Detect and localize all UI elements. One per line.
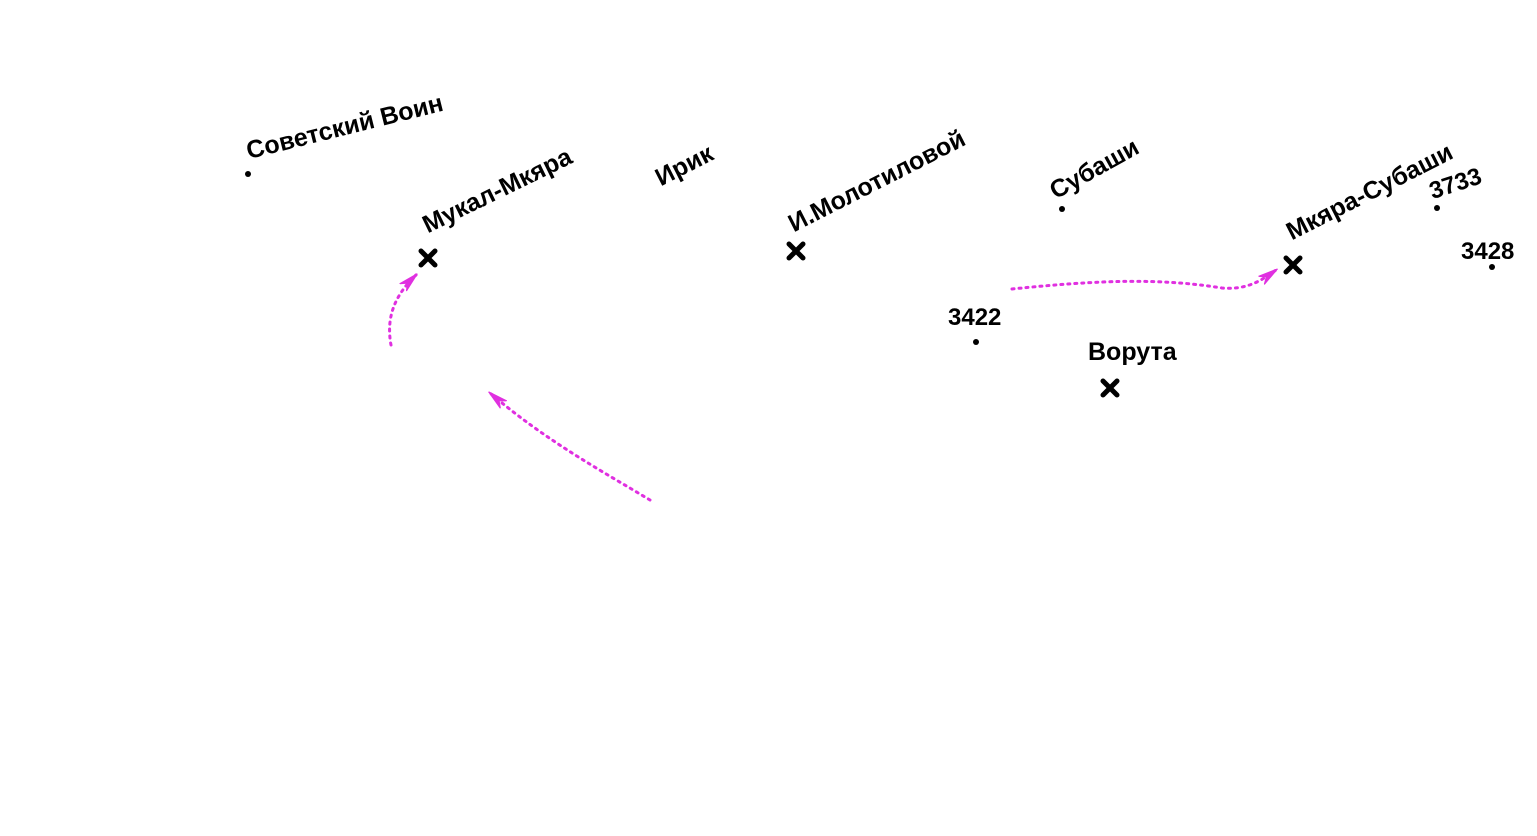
mukal-mkyara-cross-marker[interactable] — [418, 248, 438, 268]
mkyara-subashi-cross-marker[interactable] — [1283, 255, 1303, 275]
spot-height-label-3428[interactable]: 3428 — [1460, 238, 1515, 265]
subashi-dot-marker[interactable] — [1059, 206, 1065, 212]
place-label-voruta[interactable]: Ворута — [1088, 338, 1178, 366]
route-2-arrow — [490, 393, 652, 502]
spot-height-3422-dot[interactable] — [973, 339, 979, 345]
sovetsky-voin-dot-marker[interactable] — [245, 171, 251, 177]
i-molotilovoy-cross-marker[interactable] — [786, 241, 806, 261]
spot-height-label-3422[interactable]: 3422 — [947, 304, 1002, 331]
route-3-arrow — [1010, 270, 1276, 291]
spot-height-3428-dot[interactable] — [1489, 264, 1495, 270]
voruta-cross-marker[interactable] — [1100, 378, 1120, 398]
spot-height-3733-dot[interactable] — [1434, 205, 1440, 211]
route-1-arrow — [388, 275, 416, 347]
